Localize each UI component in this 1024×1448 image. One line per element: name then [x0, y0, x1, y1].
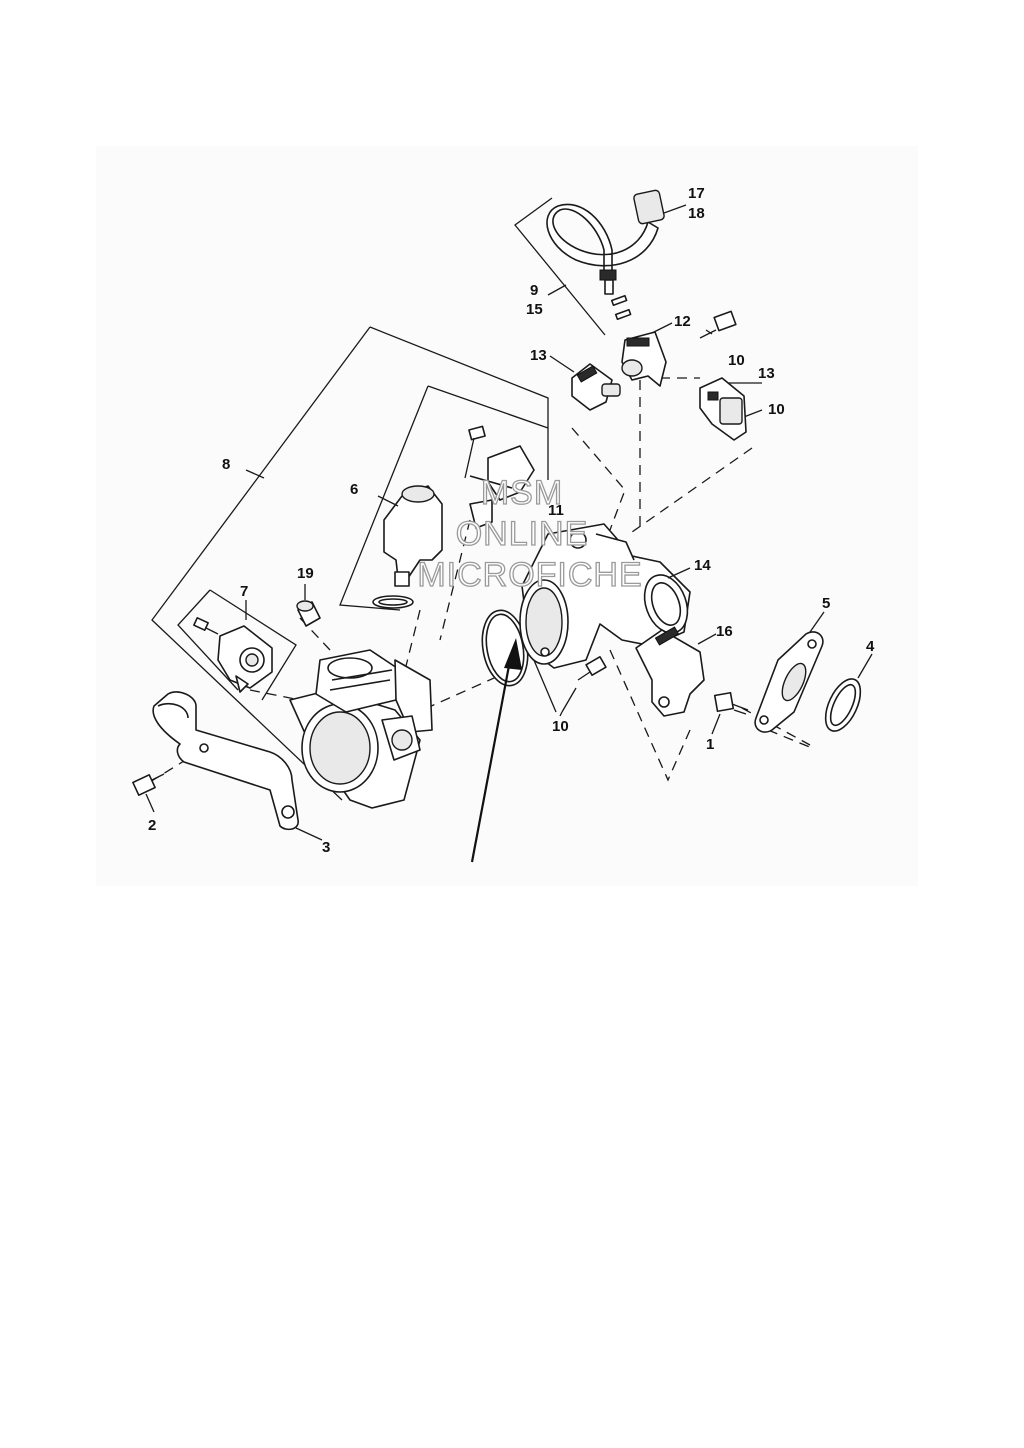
bracket-11	[469, 445, 535, 529]
watermark: MSM ONLINE MICROFICHE	[417, 473, 643, 594]
throttle-bracket	[152, 691, 299, 831]
callout-labels: 17 18 9 15 12 13 10 13 10 8 6 11 14 19 7…	[148, 185, 875, 856]
callout-8: 8	[222, 456, 230, 473]
callout-10-right-top: 10	[728, 352, 745, 369]
callout-6: 6	[350, 481, 358, 498]
callout-18: 18	[688, 205, 705, 222]
map-sensor-16	[635, 626, 705, 717]
screw-10-bottom	[577, 656, 607, 681]
throttle-body	[289, 649, 433, 809]
callout-12: 12	[674, 313, 691, 330]
callout-15: 15	[526, 301, 543, 318]
callout-4: 4	[866, 638, 875, 655]
seal-ring-4	[824, 678, 862, 732]
connector-13-left	[571, 363, 621, 411]
callout-1: 1	[706, 736, 714, 753]
callout-3: 3	[322, 839, 330, 856]
watermark-line-1: MSM	[481, 474, 563, 512]
screw-1	[713, 691, 749, 715]
hose-assembly	[546, 189, 665, 321]
sensor-12	[621, 331, 667, 387]
idle-air-control-valve	[372, 425, 486, 609]
watermark-line-2: ONLINE	[456, 515, 589, 553]
watermark-line-3: MICROFICHE	[417, 556, 642, 594]
callout-10-right-bottom: 10	[768, 401, 785, 418]
callout-16: 16	[716, 623, 733, 640]
callout-11: 11	[548, 502, 564, 519]
callout-10-bottom: 10	[552, 718, 569, 735]
callout-13-left: 13	[530, 347, 547, 364]
callout-7: 7	[240, 583, 248, 600]
callout-14: 14	[694, 557, 711, 574]
callout-9: 9	[530, 282, 538, 299]
sensor-19	[296, 600, 321, 627]
callout-19: 19	[297, 565, 314, 582]
throttle-position-sensor	[193, 617, 273, 693]
callout-leaders	[145, 204, 873, 841]
callout-5: 5	[822, 595, 830, 612]
callout-2: 2	[148, 817, 156, 834]
flange-5	[754, 631, 824, 733]
callout-13-right: 13	[758, 365, 775, 382]
intake-elbow	[519, 523, 691, 669]
pointer-arrow	[470, 638, 522, 863]
injector-10-13-right	[699, 377, 747, 441]
callout-17: 17	[688, 185, 705, 202]
screw-2	[132, 773, 165, 796]
screw-top	[699, 310, 737, 339]
